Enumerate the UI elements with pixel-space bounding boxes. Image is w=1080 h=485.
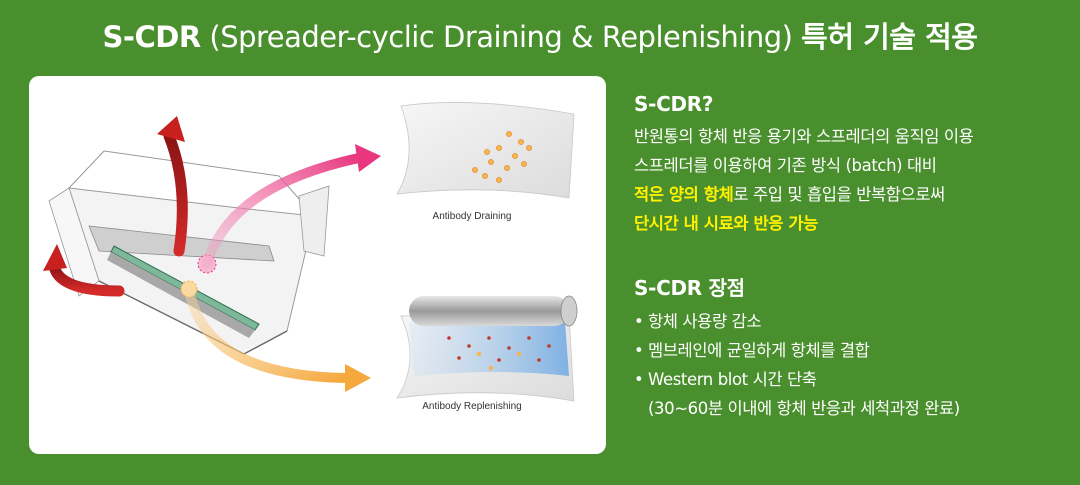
scdr-illustration: Antibody Draining Antibody Replenishing bbox=[43, 102, 578, 412]
red-arrow-upper bbox=[163, 130, 188, 257]
advantage-item: •항체 사용량 감소 bbox=[634, 307, 1064, 336]
about-line-1: 반원통의 항체 반응 용기와 스프레더의 움직임 이용 bbox=[634, 127, 974, 146]
advantage-note: (30~60분 이내에 항체 반응과 세척과정 완료) bbox=[648, 399, 960, 418]
bullet-icon: • bbox=[634, 370, 644, 389]
advantage-text: 멤브레인에 균일하게 항체를 결합 bbox=[648, 341, 870, 360]
bullet-icon: • bbox=[634, 341, 644, 360]
red-arrowhead-upper bbox=[157, 116, 185, 142]
about-line-4-highlight: 단시간 내 시료와 반응 가능 bbox=[634, 214, 818, 233]
label-antibody-draining: Antibody Draining bbox=[433, 211, 512, 222]
replenishing-membrane bbox=[396, 295, 578, 402]
draining-membrane bbox=[396, 102, 575, 199]
title-tail: 특허 기술 적용 bbox=[801, 20, 978, 54]
about-heading: S-CDR? bbox=[634, 92, 714, 116]
page-title: S-CDR (Spreader-cyclic Draining & Replen… bbox=[0, 14, 1080, 56]
red-arrowhead-lower bbox=[43, 244, 67, 271]
pink-arrowhead bbox=[355, 144, 381, 172]
advantage-text: Western blot 시간 단축 bbox=[648, 370, 817, 389]
advantage-text: 항체 사용량 감소 bbox=[648, 312, 762, 331]
bullet-icon: • bbox=[634, 312, 644, 331]
about-line-4: 단시간 내 시료와 반응 가능 bbox=[634, 209, 1064, 238]
advantage-item: •멤브레인에 균일하게 항체를 결합 bbox=[634, 336, 1064, 365]
label-antibody-replenishing: Antibody Replenishing bbox=[422, 401, 522, 412]
advantage-item: •Western blot 시간 단축 bbox=[634, 365, 1064, 394]
title-main: S-CDR bbox=[102, 20, 202, 54]
about-line-3: 적은 양의 항체로 주입 및 흡입을 반복함으로써 bbox=[634, 180, 1064, 209]
info-panel: S-CDR? 반원통의 항체 반응 용기와 스프레더의 움직임 이용 스프레더를… bbox=[634, 92, 1064, 423]
title-sub: (Spreader-cyclic Draining & Replenishing… bbox=[200, 20, 802, 54]
red-arrow-lower bbox=[48, 260, 125, 297]
about-line-2: 스프레더를 이용하여 기존 방식 (batch) 대비 bbox=[634, 156, 937, 175]
pink-arrow bbox=[202, 153, 364, 269]
advantages-heading: S-CDR 장점 bbox=[634, 276, 745, 300]
orange-arrowhead bbox=[345, 364, 371, 392]
about-line-3-highlight: 적은 양의 항체 bbox=[634, 185, 734, 204]
orange-arrow bbox=[184, 284, 352, 383]
about-line-3-rest: 로 주입 및 흡입을 반복함으로써 bbox=[733, 185, 945, 204]
illustration-panel: Antibody Draining Antibody Replenishing bbox=[29, 76, 606, 454]
section-spacer bbox=[634, 238, 1064, 272]
